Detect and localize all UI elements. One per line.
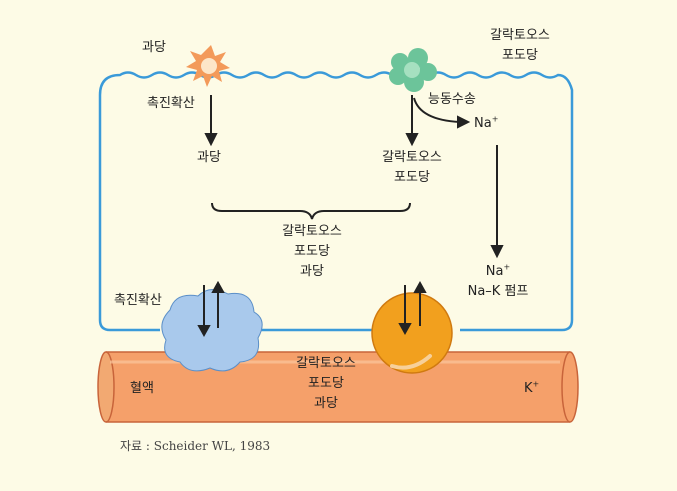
label-glucose-cell: 포도당	[394, 170, 430, 185]
label-galactose-glucose-cell: 갈락토오스 포도당	[372, 148, 452, 188]
label-potassium-ion: K+	[524, 379, 540, 396]
label-galactose-glucose-lumen: 갈락토오스 포도당	[480, 26, 560, 66]
label-active-transport: 능동수송	[428, 92, 476, 107]
glut5-transporter-cloud-icon	[161, 289, 263, 372]
label-combined-glucose: 포도당	[294, 244, 330, 259]
label-blood-sugars: 갈락토오스 포도당 과당	[286, 354, 366, 414]
label-combined-sugars: 갈락토오스 포도당 과당	[272, 222, 352, 282]
label-blood: 혈액	[130, 381, 154, 396]
label-glucose-lumen: 포도당	[502, 48, 538, 63]
label-galactose-cell: 갈락토오스	[382, 150, 442, 165]
label-fructose-cell: 과당	[197, 150, 221, 165]
label-galactose-lumen: 갈락토오스	[490, 28, 550, 43]
source-citation: 자료 : Scheider WL, 1983	[120, 439, 271, 453]
label-blood-fructose: 과당	[314, 396, 338, 411]
label-combined-fructose: 과당	[300, 264, 324, 279]
label-blood-galactose: 갈락토오스	[296, 356, 356, 371]
label-sodium-ion-apical: Na+	[474, 114, 499, 131]
cell-membrane	[98, 71, 574, 332]
sglt1-transporter-blob-icon	[389, 48, 437, 92]
label-na-k-pump: Na–K 펌프	[467, 284, 529, 299]
glut2-transporter-sphere-icon	[371, 292, 453, 374]
label-combined-galactose: 갈락토오스	[282, 224, 342, 239]
label-fructose-lumen: 과당	[142, 40, 166, 55]
label-blood-glucose: 포도당	[308, 376, 344, 391]
combine-brace	[211, 202, 411, 220]
label-facilitated-diffusion-basolateral: 촉진확산	[114, 293, 162, 308]
label-facilitated-diffusion-apical: 촉진확산	[147, 96, 195, 111]
label-na-k-pump-block: Na+ Na–K 펌프	[460, 262, 536, 302]
label-sodium-ion-pump: Na+	[485, 262, 511, 279]
fructose-transporter-star-icon	[186, 45, 230, 87]
